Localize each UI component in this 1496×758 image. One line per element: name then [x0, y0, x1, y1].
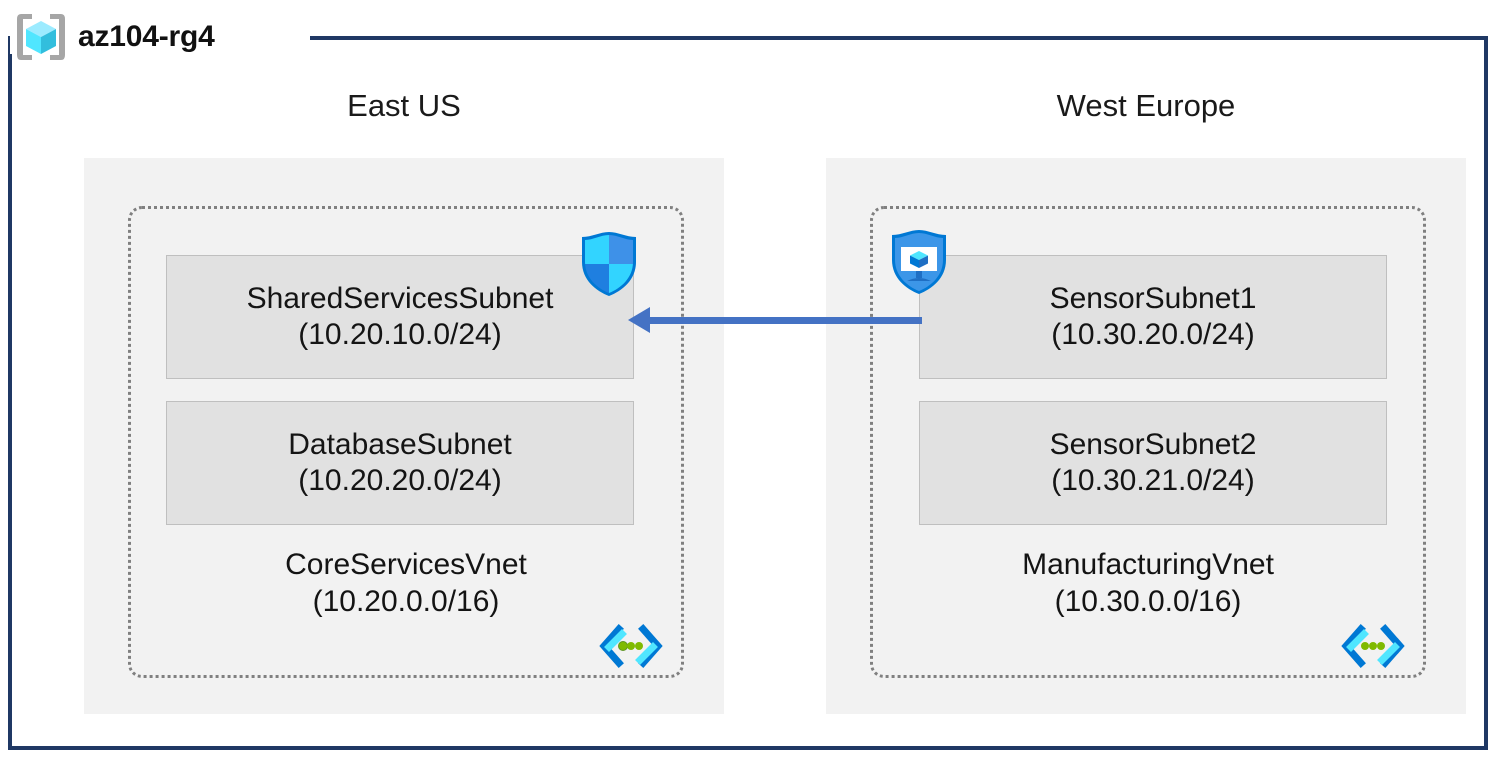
vnet-peering-arrow[interactable]	[650, 317, 922, 324]
subnet-name: SensorSubnet2	[1049, 428, 1257, 461]
subnet-name: SensorSubnet1	[1049, 282, 1257, 315]
subnet-databasesubnet[interactable]: DatabaseSubnet (10.20.20.0/24)	[166, 401, 634, 525]
resource-group-name: az104-rg4	[78, 22, 221, 52]
subnet-address-prefix: (10.20.20.0/24)	[298, 464, 502, 497]
subnet-name: DatabaseSubnet	[288, 428, 512, 461]
subnet-name: SharedServicesSubnet	[246, 282, 554, 315]
subnet-address-prefix: (10.20.10.0/24)	[298, 318, 502, 351]
vnet-label-coreservicesvnet: CoreServicesVnet (10.20.0.0/16)	[131, 547, 681, 620]
region-west-europe: West Europe SensorSubnet1 (10.30.20.0/24…	[826, 88, 1466, 728]
vnet-peering-arrow-head	[628, 307, 650, 333]
vnet-manufacturingvnet[interactable]: SensorSubnet1 (10.30.20.0/24) SensorSubn…	[870, 206, 1426, 678]
subnet-sensorsubnet2[interactable]: SensorSubnet2 (10.30.21.0/24)	[919, 401, 1387, 525]
vnet-address-space: (10.30.0.0/16)	[1054, 584, 1242, 618]
vnet-coreservicesvnet[interactable]: SharedServicesSubnet (10.20.10.0/24) Dat…	[128, 206, 684, 678]
virtual-network-icon	[597, 623, 665, 669]
subnet-address-prefix: (10.30.20.0/24)	[1051, 318, 1255, 351]
vnet-address-space: (10.20.0.0/16)	[312, 584, 500, 618]
region-label-east-us: East US	[347, 88, 461, 123]
subnet-sensorsubnet1[interactable]: SensorSubnet1 (10.30.20.0/24)	[919, 255, 1387, 379]
vnet-name: CoreServicesVnet	[285, 548, 527, 581]
resource-group-frame	[8, 36, 1488, 750]
vnet-label-manufacturingvnet: ManufacturingVnet (10.30.0.0/16)	[873, 547, 1423, 620]
vnet-name: ManufacturingVnet	[1022, 548, 1274, 581]
subnet-address-prefix: (10.30.21.0/24)	[1051, 464, 1255, 497]
subnet-sharedservicessubnet[interactable]: SharedServicesSubnet (10.20.10.0/24)	[166, 255, 634, 379]
bastion-shield-icon	[888, 228, 950, 296]
network-security-shield-icon	[578, 230, 640, 298]
region-east-us: East US SharedServicesSubnet (10.20.10.0…	[84, 88, 724, 728]
virtual-network-icon	[1339, 623, 1407, 669]
resource-group-header: az104-rg4	[12, 8, 221, 66]
resource-group-cube-icon	[12, 10, 70, 64]
region-label-west-europe: West Europe	[1056, 88, 1236, 123]
